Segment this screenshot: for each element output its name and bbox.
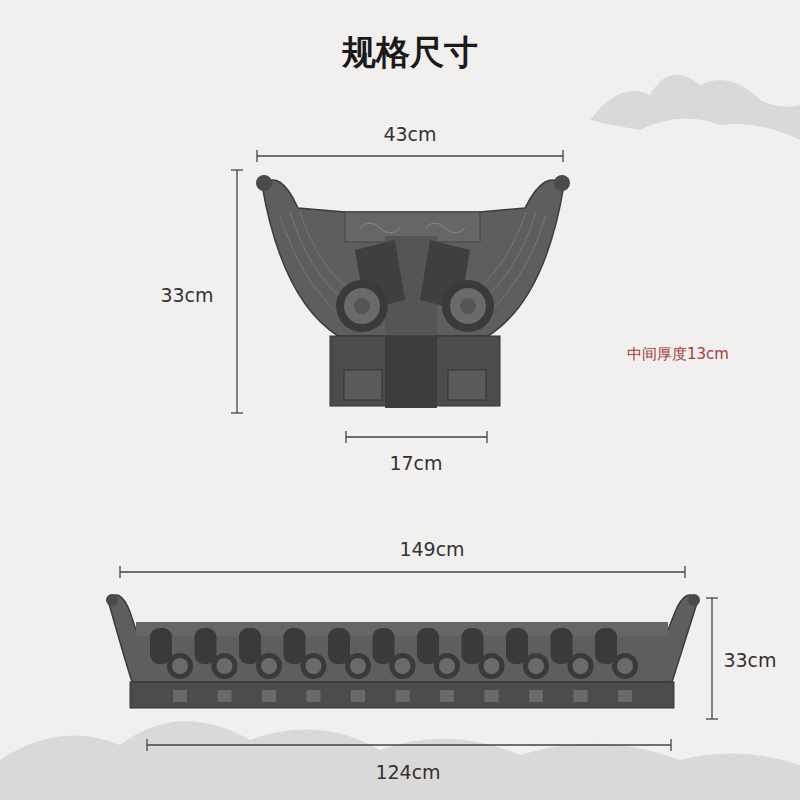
roof-tile: [417, 628, 439, 664]
base-block: [618, 690, 632, 702]
roof-tile: [150, 628, 172, 664]
roof-tile: [462, 628, 484, 664]
roof-tile: [328, 628, 350, 664]
tile-end-face: [395, 658, 411, 674]
tile-end-face: [484, 658, 500, 674]
base-block: [529, 690, 543, 702]
roof-tile: [595, 628, 617, 664]
tile-end: [167, 653, 193, 679]
roof-tile: [239, 628, 261, 664]
ridge-end-tile: [256, 175, 570, 408]
dimension-label: 17cm: [389, 452, 442, 475]
thickness-note: 中间厚度13cm: [627, 345, 729, 363]
base-block: [307, 690, 321, 702]
tile-end: [434, 653, 460, 679]
tile-end: [390, 653, 416, 679]
tile-end-face: [172, 658, 188, 674]
ridge-long-tile: [106, 594, 700, 708]
dimension-label: 149cm: [399, 538, 464, 561]
tile-end: [345, 653, 371, 679]
base-block: [440, 690, 454, 702]
roof-tile: [506, 628, 528, 664]
base-block: [262, 690, 276, 702]
base-block: [396, 690, 410, 702]
tile-end-face: [261, 658, 277, 674]
page-title: 规格尺寸: [342, 32, 478, 73]
roof-tile: [551, 628, 573, 664]
tile-end: [301, 653, 327, 679]
ink-mountains: [0, 75, 800, 800]
dimension-label: 124cm: [375, 761, 440, 784]
tile-end: [212, 653, 238, 679]
tile-end-face: [528, 658, 544, 674]
base-block: [485, 690, 499, 702]
tile-end: [479, 653, 505, 679]
tile-end-face: [439, 658, 455, 674]
base-block: [351, 690, 365, 702]
base-block: [218, 690, 232, 702]
roof-tile: [195, 628, 217, 664]
dimension-label: 43cm: [383, 123, 436, 146]
roof-tile: [373, 628, 395, 664]
dimension-label: 33cm: [160, 284, 213, 307]
tile-end: [612, 653, 638, 679]
base-block: [574, 690, 588, 702]
dimension-label: 33cm: [723, 649, 776, 672]
tile-end: [523, 653, 549, 679]
tile-end-face: [350, 658, 366, 674]
tile-end: [568, 653, 594, 679]
tile-end-face: [617, 658, 633, 674]
tile-end-face: [573, 658, 589, 674]
tile-end: [256, 653, 282, 679]
tile-end-face: [306, 658, 322, 674]
tile-end-face: [217, 658, 233, 674]
base-block: [173, 690, 187, 702]
roof-tile: [284, 628, 306, 664]
